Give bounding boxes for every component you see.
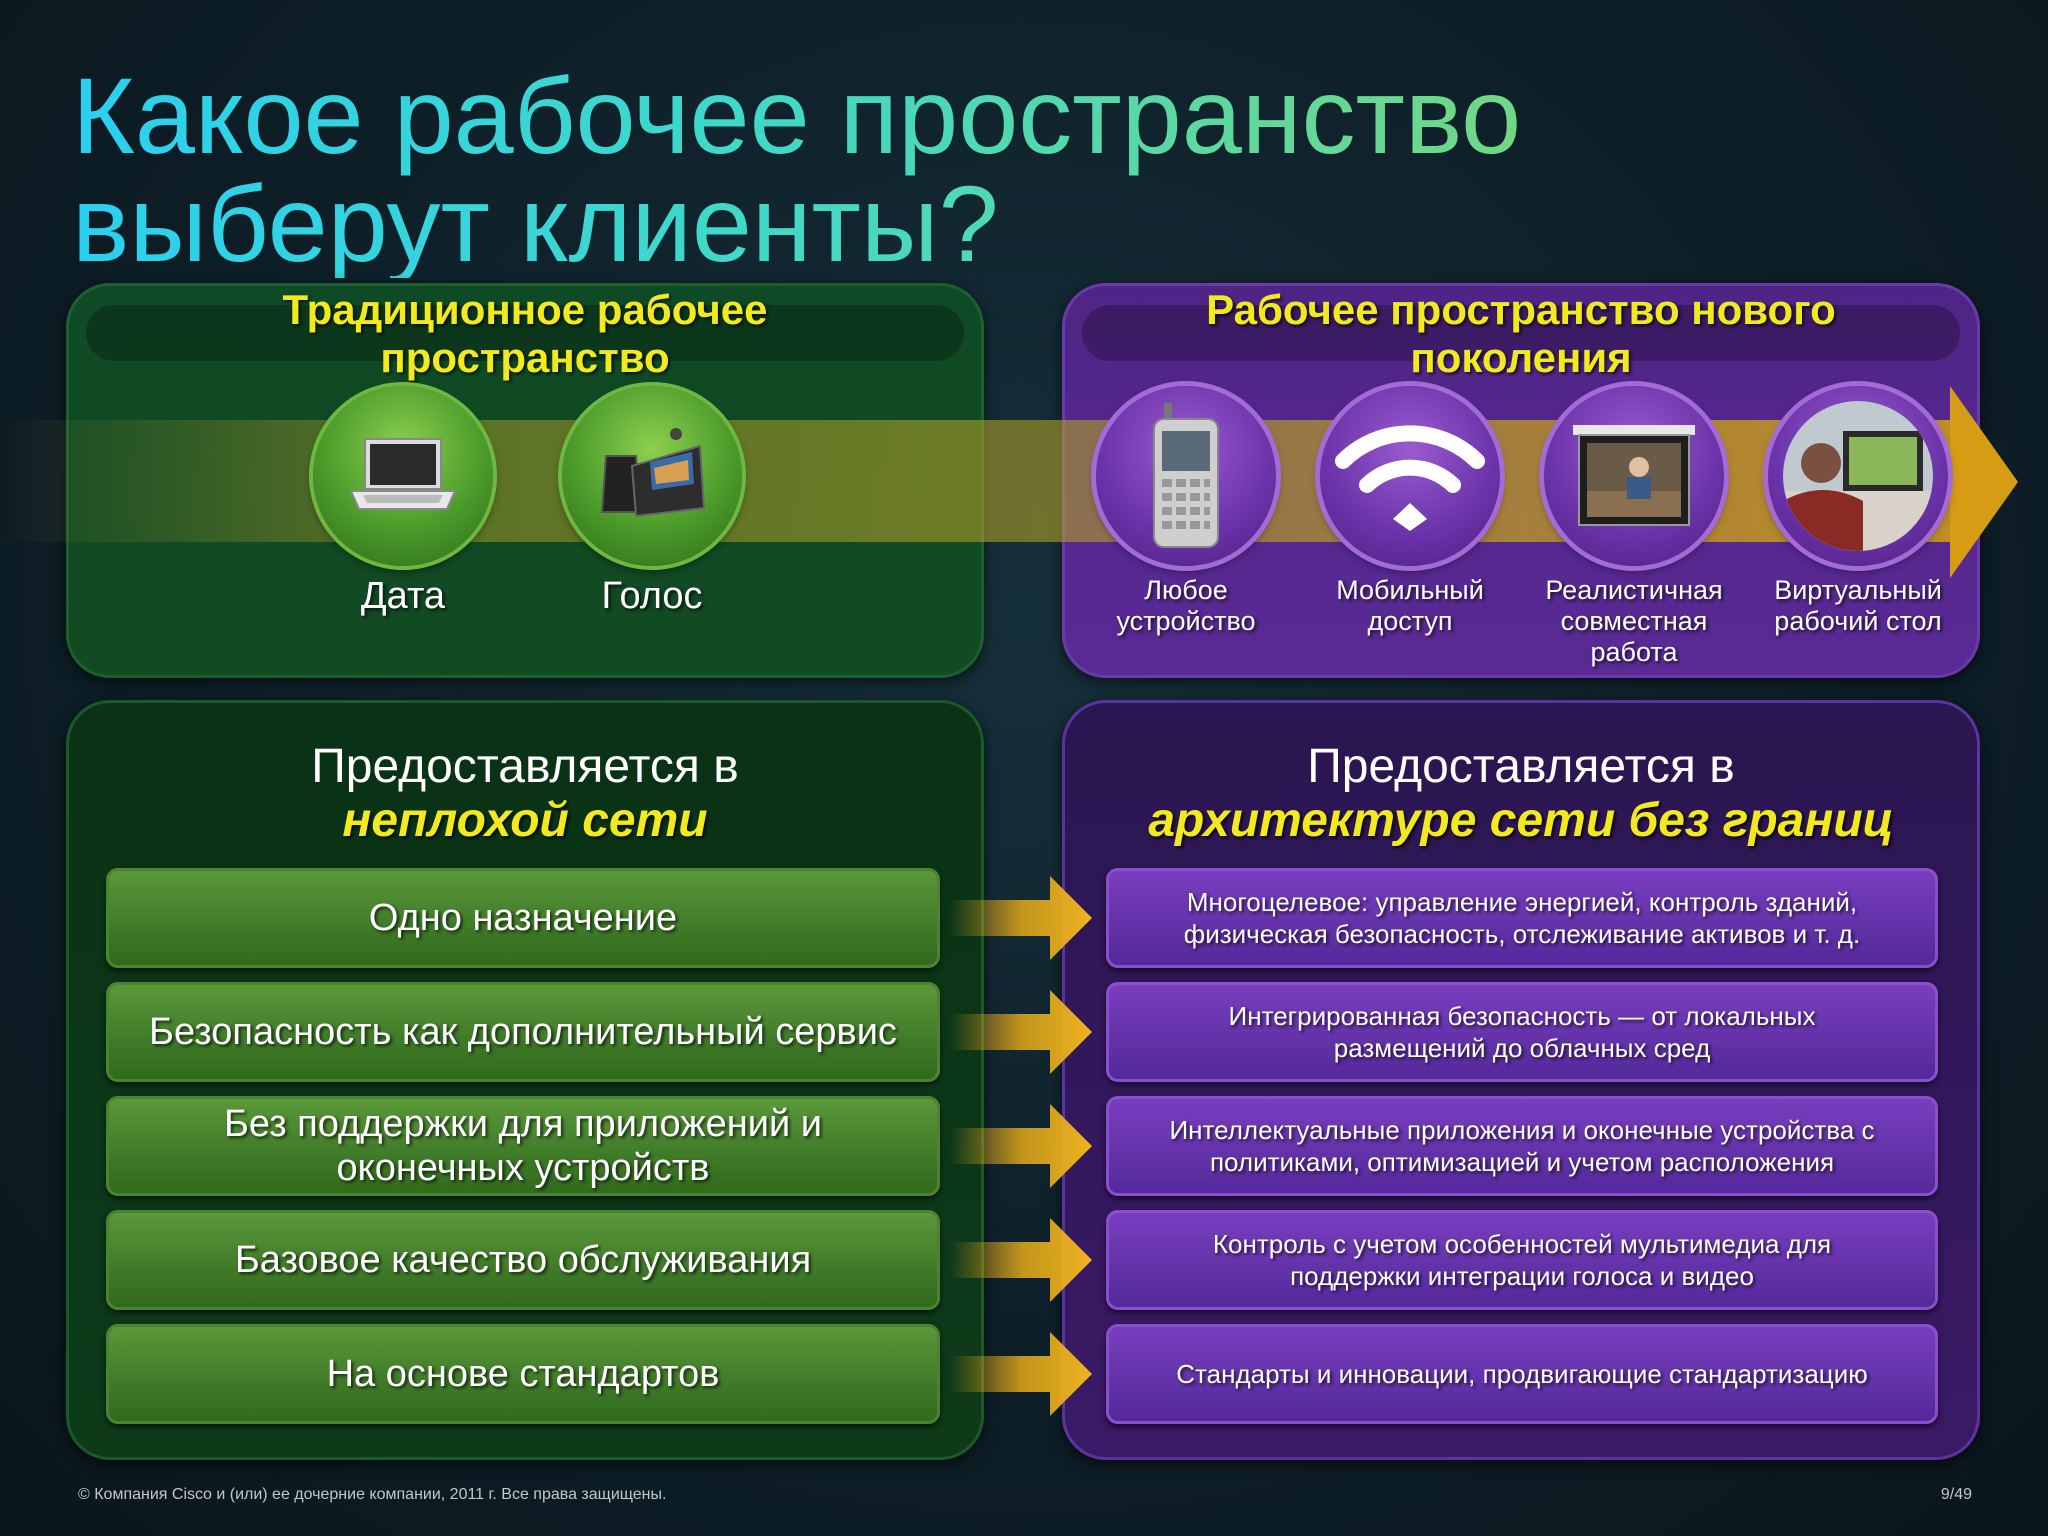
page-number: 9/49 [1940,1486,1972,1503]
virtual-desktop-label-line1: Виртуальный [1774,575,1942,605]
next-gen-row-2-text: Интегрированная безопасность — от локаль… [1228,1001,1816,1063]
any-device-label-line1: Любое [1144,575,1228,605]
telepresence-label: Реалистичная совместная работа [1524,575,1744,668]
virtual-desktop-label: Виртуальный рабочий стол [1748,575,1968,637]
any-device-circle [1096,386,1276,566]
next-gen-row-1-text: Многоцелевое: управление энергией, контр… [1183,887,1861,949]
borderless-network-heading-text: Предоставляется в [1307,740,1735,793]
telepresence-label-line3: работа [1590,637,1678,667]
smartphone-icon [1153,403,1219,548]
any-device-label: Любое устройство [1086,575,1286,637]
next-gen-row-1: Многоцелевое: управление энергией, контр… [1106,868,1938,968]
next-gen-row-4: Контроль с учетом особенностей мультимед… [1106,1210,1938,1310]
row-arrow-2 [950,982,1092,1082]
arrow-right-icon [950,1104,1092,1188]
telepresence-label-line2: совместная [1560,606,1708,636]
good-network-heading-text: Предоставляется в [311,740,739,793]
row-arrow-5 [950,1324,1092,1424]
traditional-row-2: Безопасность как дополнительный сервис [106,982,940,1082]
voice-circle [562,386,742,566]
mobile-access-label-line2: доступ [1367,606,1453,636]
traditional-heading-line2: пространство [380,334,670,381]
telepresence-label-line1: Реалистичная [1545,575,1723,605]
row-arrow-3 [950,1096,1092,1196]
traditional-row-3-text: Без поддержки для приложений и оконечных… [223,1103,823,1189]
next-gen-row-2: Интегрированная безопасность — от локаль… [1106,982,1938,1082]
row-arrow-1 [950,868,1092,968]
next-gen-row-3: Интеллектуальные приложения и оконечные … [1106,1096,1938,1196]
progress-band-arrowhead [1950,386,2018,578]
desktop-user-icon [1783,401,1933,551]
voice-label: Голос [601,575,703,617]
slide-title-line1: Какое рабочее пространство [72,55,1522,176]
slide-title: Какое рабочее пространство выберут клиен… [72,62,1572,278]
any-device-label-line2: устройство [1116,606,1256,636]
data-circle [313,386,493,566]
virtual-desktop-circle [1768,386,1948,566]
next-gen-row-4-text: Контроль с учетом особенностей мультимед… [1212,1229,1832,1291]
virtual-desktop-label-line2: рабочий стол [1774,606,1942,636]
wifi-icon [1335,425,1485,531]
next-gen-row-3-text: Интеллектуальные приложения и оконечные … [1169,1115,1875,1177]
next-gen-header-bar [1082,305,1960,361]
traditional-heading-line1: Традиционное рабочее [282,286,768,333]
next-gen-heading-line2: поколения [1410,334,1632,381]
arrow-right-icon [950,1332,1092,1416]
good-network-heading-emphasis: неплохой сети [342,794,708,847]
borderless-network-heading-emphasis: архитектуре сети без границ [1148,794,1894,847]
slide-title-line2: выберут клиенты? [72,163,999,284]
traditional-row-5: На основе стандартов [106,1324,940,1424]
traditional-header-bar [86,305,964,361]
telepresence-circle [1544,386,1724,566]
data-label: Дата [360,575,446,617]
mobile-access-label: Мобильный доступ [1310,575,1510,637]
copyright-footer: © Компания Cisco и (или) ее дочерние ком… [78,1486,667,1503]
row-arrow-4 [950,1210,1092,1310]
mobile-access-circle [1320,386,1500,566]
mobile-access-label-line1: Мобильный [1336,575,1484,605]
arrow-right-icon [950,1218,1092,1302]
traditional-row-1: Одно назначение [106,868,940,968]
traditional-row-4: Базовое качество обслуживания [106,1210,940,1310]
next-gen-heading-line1: Рабочее пространство нового [1206,286,1836,333]
next-gen-row-5: Стандарты и инновации, продвигающие стан… [1106,1324,1938,1424]
arrow-right-icon [950,876,1092,960]
ip-phone-icon [600,428,706,518]
laptop-icon [349,438,457,510]
good-network-heading: Предоставляется в неплохой сети [66,740,984,848]
traditional-row-3: Без поддержки для приложений и оконечных… [106,1096,940,1196]
telepresence-icon [1573,425,1695,526]
arrow-right-icon [950,990,1092,1074]
borderless-network-heading: Предоставляется в архитектуре сети без г… [1062,740,1980,848]
